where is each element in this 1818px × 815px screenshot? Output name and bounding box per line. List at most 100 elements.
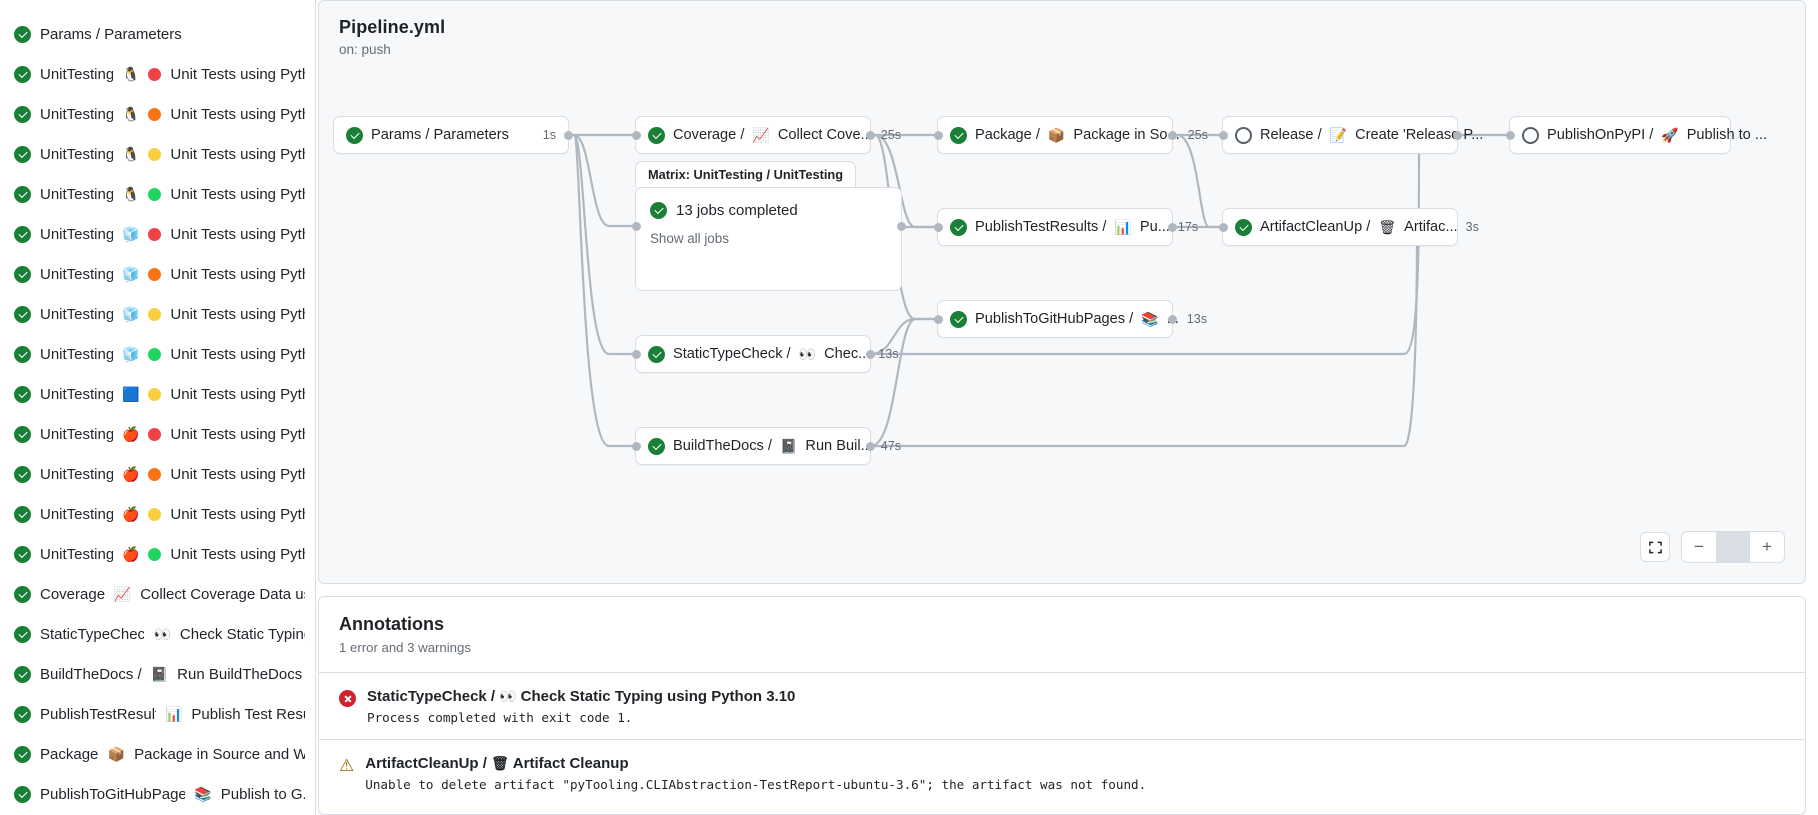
sidebar-job-label: UnitTesting / [40, 505, 113, 523]
trigger-event: on: push [339, 42, 391, 57]
sidebar-job-label: BuildTheDocs / [40, 665, 142, 683]
sidebar-job-label: Coverage / [40, 585, 105, 603]
os-emoji-icon: 📈 [113, 586, 132, 602]
graph-zoom-controls[interactable]: − + [1640, 531, 1785, 563]
fit-screen-button[interactable] [1640, 532, 1670, 562]
matrix-summary-label: 13 jobs completed [676, 202, 798, 219]
sidebar-job-item[interactable]: UnitTesting / 🐧Unit Tests using Pyth... [0, 94, 315, 134]
annotations-summary: 1 error and 3 warnings [339, 640, 471, 655]
os-emoji-icon: 🧊 [121, 346, 140, 362]
sidebar-job-item[interactable]: UnitTesting / 🍎Unit Tests using Pyth... [0, 534, 315, 574]
annotations-list: StaticTypeCheck / 👀 Check Static Typing … [319, 672, 1805, 806]
graph-node-coverage[interactable]: Coverage / 📈Collect Cove...25s [631, 116, 901, 154]
annotation-step-name: Artifact Cleanup [512, 755, 629, 772]
sidebar-job-label: UnitTesting / [40, 225, 113, 243]
success-check-icon [14, 625, 31, 643]
zoom-out-button[interactable]: − [1694, 537, 1704, 556]
sidebar-job-label: UnitTesting / [40, 265, 113, 283]
sidebar-job-label: UnitTesting / [40, 465, 113, 483]
node-job-name: PublishToGitHubPages / [975, 311, 1134, 327]
graph-node-builddocs[interactable]: BuildTheDocs / 📓Run Buil...47s [631, 427, 901, 465]
sidebar-job-item[interactable]: UnitTesting / 🍎Unit Tests using Pyth... [0, 494, 315, 534]
node-job-name: Package / [975, 127, 1040, 143]
os-emoji-icon: 🍎 [121, 546, 140, 562]
error-icon [339, 690, 356, 725]
sidebar-job-suffix: Unit Tests using Pyth... [170, 425, 305, 443]
sidebar-job-suffix: Unit Tests using Pyth... [170, 465, 305, 483]
sidebar-job-item[interactable]: Coverage / 📈 Collect Coverage Data usi... [0, 574, 315, 614]
node-job-name: ArtifactCleanUp / [1260, 219, 1371, 235]
success-check-icon [14, 225, 31, 243]
node-emoji-icon: 🚀 [1661, 127, 1679, 143]
graph-node-package[interactable]: Package / 📦Package in So...25s [933, 116, 1208, 154]
node-job-name: BuildTheDocs / [673, 438, 772, 454]
os-emoji-icon: 🐧 [121, 106, 140, 122]
node-port-left [933, 222, 943, 232]
sidebar-job-item[interactable]: UnitTesting / 🧊Unit Tests using Pyth... [0, 294, 315, 334]
sidebar-job-item[interactable]: UnitTesting / 🧊Unit Tests using Pyth... [0, 334, 315, 374]
annotations-card: Annotations 1 error and 3 warnings Stati… [318, 596, 1806, 815]
os-emoji-icon: 🟦 [121, 386, 140, 402]
annotation-row[interactable]: ArtifactCleanUp / 🗑 Artifact CleanupUnab… [319, 739, 1805, 806]
node-port-left [1505, 130, 1515, 140]
zoom-button-group[interactable]: − + [1681, 531, 1785, 563]
sidebar-job-item[interactable]: UnitTesting / 🐧Unit Tests using Pyth... [0, 174, 315, 214]
sidebar-job-item[interactable]: UnitTesting / 🟦Unit Tests using Pyth... [0, 374, 315, 414]
node-port-left [933, 314, 943, 324]
success-check-icon [950, 218, 967, 236]
success-check-icon [14, 385, 31, 403]
os-emoji-icon: 📊 [164, 706, 183, 722]
group-port-left [631, 221, 641, 231]
success-check-icon [14, 345, 31, 363]
sidebar-job-item[interactable]: PublishTestResults / 📊Publish Test Resu.… [0, 694, 315, 734]
graph-node-artifact[interactable]: ArtifactCleanUp / 🗑Artifac...3s [1218, 208, 1479, 246]
sidebar-job-label: Package / [40, 745, 99, 763]
sidebar-job-item[interactable]: UnitTesting / 🧊Unit Tests using Pyth... [0, 214, 315, 254]
sidebar-job-suffix: Unit Tests using Pyth... [170, 545, 305, 563]
sidebar-job-label: UnitTesting / [40, 185, 113, 203]
graph-node-testresults[interactable]: PublishTestResults / 📊Pu...17s [933, 208, 1198, 246]
graph-node-ghpages[interactable]: PublishToGitHubPages / 📚...13s [933, 300, 1207, 338]
python-version-dot-icon [148, 187, 162, 201]
sidebar-job-item[interactable]: StaticTypeCheck / 👀Check Static Typing..… [0, 614, 315, 654]
os-emoji-icon: 🍎 [121, 506, 140, 522]
sidebar-job-item[interactable]: UnitTesting / 🐧Unit Tests using Pyth... [0, 54, 315, 94]
sidebar-job-label: UnitTesting / [40, 145, 113, 163]
success-check-icon [14, 265, 31, 283]
show-all-jobs-link[interactable]: Show all jobs [650, 231, 729, 246]
sidebar-job-item[interactable]: Package / 📦Package in Source and Wh... [0, 734, 315, 774]
success-check-icon [650, 202, 667, 219]
sidebar-job-item[interactable]: UnitTesting / 🧊Unit Tests using Pyth... [0, 254, 315, 294]
node-emoji-icon: 🗑 [1378, 219, 1397, 235]
sidebar-job-suffix: Collect Coverage Data usi... [140, 585, 305, 603]
matrix-group-node[interactable]: Matrix: UnitTesting / UnitTesting 13 job… [631, 161, 906, 291]
node-emoji-icon: 📓 [779, 438, 798, 454]
graph-node-pypi[interactable]: PublishOnPyPI / 🚀Publish to ... [1505, 116, 1767, 154]
sidebar-job-item[interactable]: UnitTesting / 🍎Unit Tests using Pyth... [0, 454, 315, 494]
sidebar-job-item[interactable]: UnitTesting / 🍎Unit Tests using Pyth... [0, 414, 315, 454]
success-check-icon [14, 25, 31, 43]
sidebar-job-item[interactable]: Params / Parameters [0, 14, 315, 54]
node-port-right [865, 349, 875, 359]
node-port-right [1167, 314, 1177, 324]
node-duration: 3s [1465, 220, 1479, 234]
graph-node-release[interactable]: Release / 📝Create 'Release P... [1218, 116, 1483, 154]
sidebar-job-item[interactable]: UnitTesting / 🐧Unit Tests using Pyth... [0, 134, 315, 174]
os-emoji-icon: 📚 [194, 786, 212, 802]
node-job-name: StaticTypeCheck / [673, 346, 791, 362]
node-duration: 25s [1187, 128, 1208, 142]
node-duration: 47s [880, 439, 902, 453]
sidebar-job-label: UnitTesting / [40, 305, 113, 323]
group-port-right [896, 221, 906, 231]
graph-node-statictype[interactable]: StaticTypeCheck / 👀Chec...13s [631, 335, 899, 373]
python-version-dot-icon [148, 347, 162, 361]
annotation-row[interactable]: StaticTypeCheck / 👀 Check Static Typing … [319, 672, 1805, 739]
zoom-in-button[interactable]: + [1762, 537, 1772, 556]
success-check-icon [648, 437, 665, 455]
sidebar-job-item[interactable]: BuildTheDocs / 📓Run BuildTheDocs [0, 654, 315, 694]
sidebar-job-item[interactable]: PublishToGitHubPages / 📚Publish to G... [0, 774, 315, 814]
node-duration: 13s [1186, 312, 1208, 326]
graph-canvas[interactable]: Matrix: UnitTesting / UnitTesting 13 job… [319, 1, 1805, 583]
